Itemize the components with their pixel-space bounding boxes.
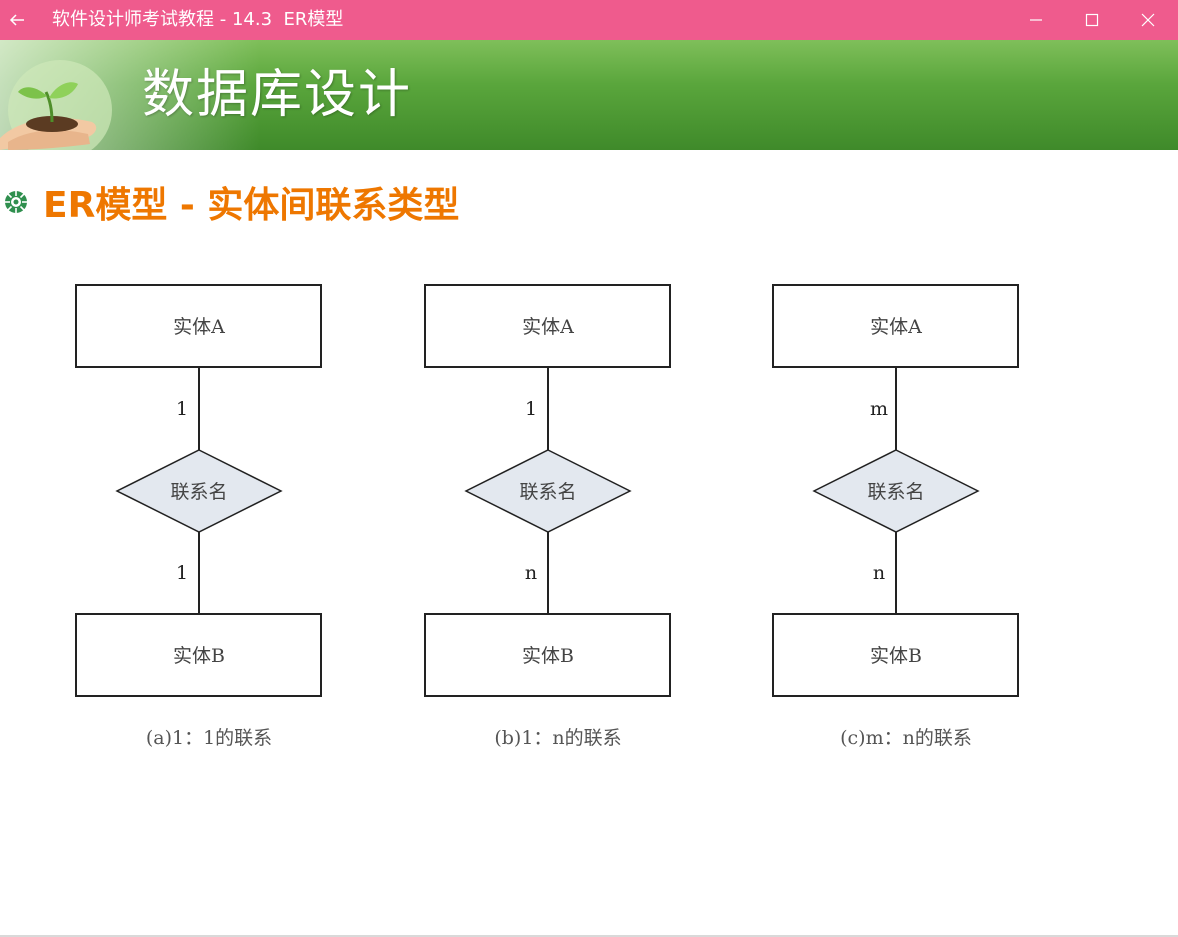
- er-diagram-b: 实体A 1 联系名 n 实体B (b)1：n的联系: [424, 284, 671, 749]
- window-title: 软件设计师考试教程 - 14.3 ER模型: [52, 9, 344, 30]
- entity-box-top: [75, 284, 322, 368]
- seedling-in-hands-icon: [0, 60, 112, 150]
- title-bar: 软件设计师考试教程 - 14.3 ER模型: [0, 0, 1178, 40]
- er-diagram-a: 实体A 1 联系名 1 实体B (a)1：1的联系: [75, 284, 322, 749]
- entity-box-top: [424, 284, 671, 368]
- section-title-text: ER模型 - 实体间联系类型: [43, 185, 460, 226]
- entity-box-bottom: [424, 613, 671, 697]
- entity-top-label: 实体A: [522, 316, 574, 338]
- close-button[interactable]: [1120, 0, 1176, 40]
- flower-bullet-icon: [5, 191, 27, 213]
- entity-bottom-label: 实体B: [870, 645, 922, 667]
- cardinality-top: m: [870, 398, 888, 420]
- section-title: ER模型 - 实体间联系类型: [0, 180, 459, 226]
- cardinality-bottom: 1: [176, 562, 188, 584]
- er-diagram-c: 实体A m 联系名 n 实体B (c)m：n的联系: [772, 284, 1019, 749]
- relationship-label: 联系名: [170, 481, 227, 503]
- slide-heading: 数据库设计: [142, 65, 413, 125]
- cardinality-bottom: n: [525, 562, 537, 584]
- maximize-icon: [1085, 13, 1099, 27]
- relationship-label: 联系名: [519, 481, 576, 503]
- entity-bottom-label: 实体B: [522, 645, 574, 667]
- minimize-icon: [1030, 19, 1042, 21]
- relationship-label: 联系名: [867, 481, 924, 503]
- diagram-caption: (a)1：1的联系: [146, 727, 272, 749]
- slide-banner: 数据库设计: [0, 40, 1178, 150]
- er-diagrams: 实体A 1 联系名 1 实体B (a)1：1的联系 实体A 1 联系名 n 实体…: [75, 284, 1019, 749]
- arrow-left-icon: [9, 14, 24, 26]
- entity-bottom-label: 实体B: [173, 645, 225, 667]
- diagram-caption: (c)m：n的联系: [840, 727, 972, 749]
- cardinality-top: 1: [176, 398, 188, 420]
- slide-canvas: 数据库设计 ER模型 - 实体间联系类型 实体A 1: [0, 40, 1178, 935]
- entity-box-bottom: [772, 613, 1019, 697]
- entity-top-label: 实体A: [870, 316, 922, 338]
- cardinality-top: 1: [525, 398, 537, 420]
- bottom-divider: [0, 935, 1178, 937]
- cardinality-bottom: n: [873, 562, 885, 584]
- entity-top-label: 实体A: [173, 316, 225, 338]
- minimize-button[interactable]: [1008, 0, 1064, 40]
- maximize-button[interactable]: [1064, 0, 1120, 40]
- back-button[interactable]: [0, 0, 34, 40]
- entity-box-bottom: [75, 613, 322, 697]
- close-icon: [1141, 13, 1155, 27]
- entity-box-top: [772, 284, 1019, 368]
- diagram-caption: (b)1：n的联系: [494, 727, 621, 749]
